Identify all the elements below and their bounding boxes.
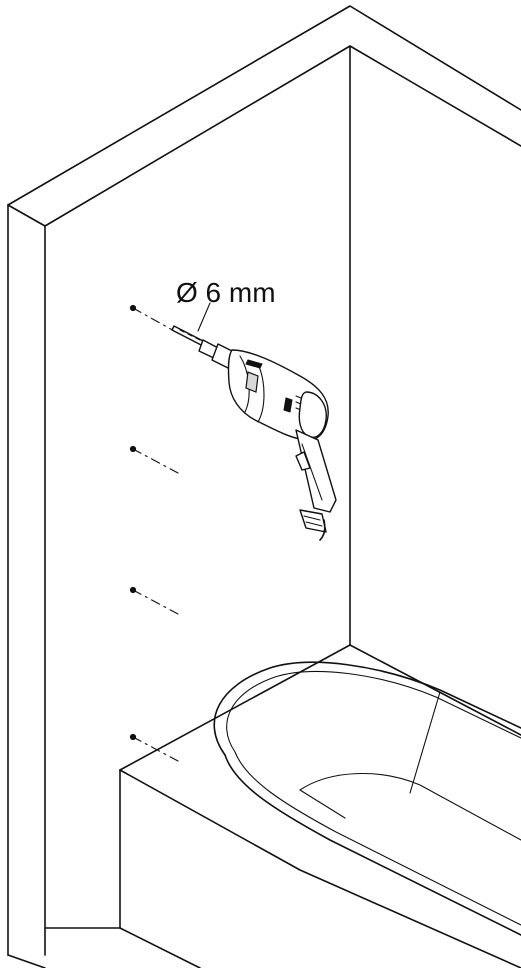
drill-holes: [129, 304, 179, 762]
drill-hole-3: [129, 586, 179, 615]
drill-diameter-label: Ø 6 mm: [176, 277, 276, 308]
dimension-leader-line: [197, 302, 211, 332]
power-drill-icon: [171, 325, 337, 541]
bathtub: [44, 644, 521, 968]
drill-hole-2: [129, 445, 179, 474]
wall: [7, 5, 521, 968]
drill-hole-4: [129, 733, 179, 762]
drill-hole-1: [129, 304, 177, 333]
